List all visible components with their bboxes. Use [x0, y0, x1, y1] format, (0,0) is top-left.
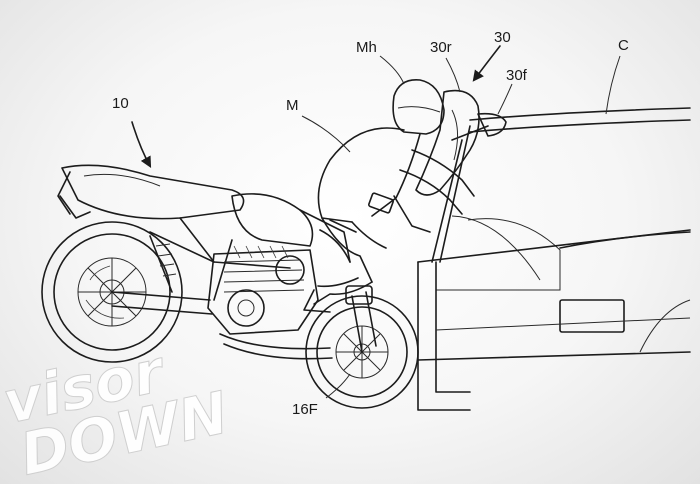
label-rider-head: Mh — [356, 39, 377, 56]
visordown-watermark: visor DOWN — [0, 336, 234, 484]
label-car: C — [618, 37, 629, 54]
label-rider: M — [286, 97, 299, 114]
leader-lines — [131, 45, 621, 399]
label-airbag: 30 — [494, 29, 511, 46]
airbag-drawing — [368, 89, 507, 233]
label-motorcycle: 10 — [112, 95, 129, 112]
label-airbag-rear: 30r — [430, 39, 452, 56]
car-drawing — [417, 107, 691, 411]
label-airbag-front: 30f — [506, 67, 528, 84]
motorcycle-drawing — [41, 164, 419, 409]
label-front-wheel: 16F — [292, 401, 318, 418]
